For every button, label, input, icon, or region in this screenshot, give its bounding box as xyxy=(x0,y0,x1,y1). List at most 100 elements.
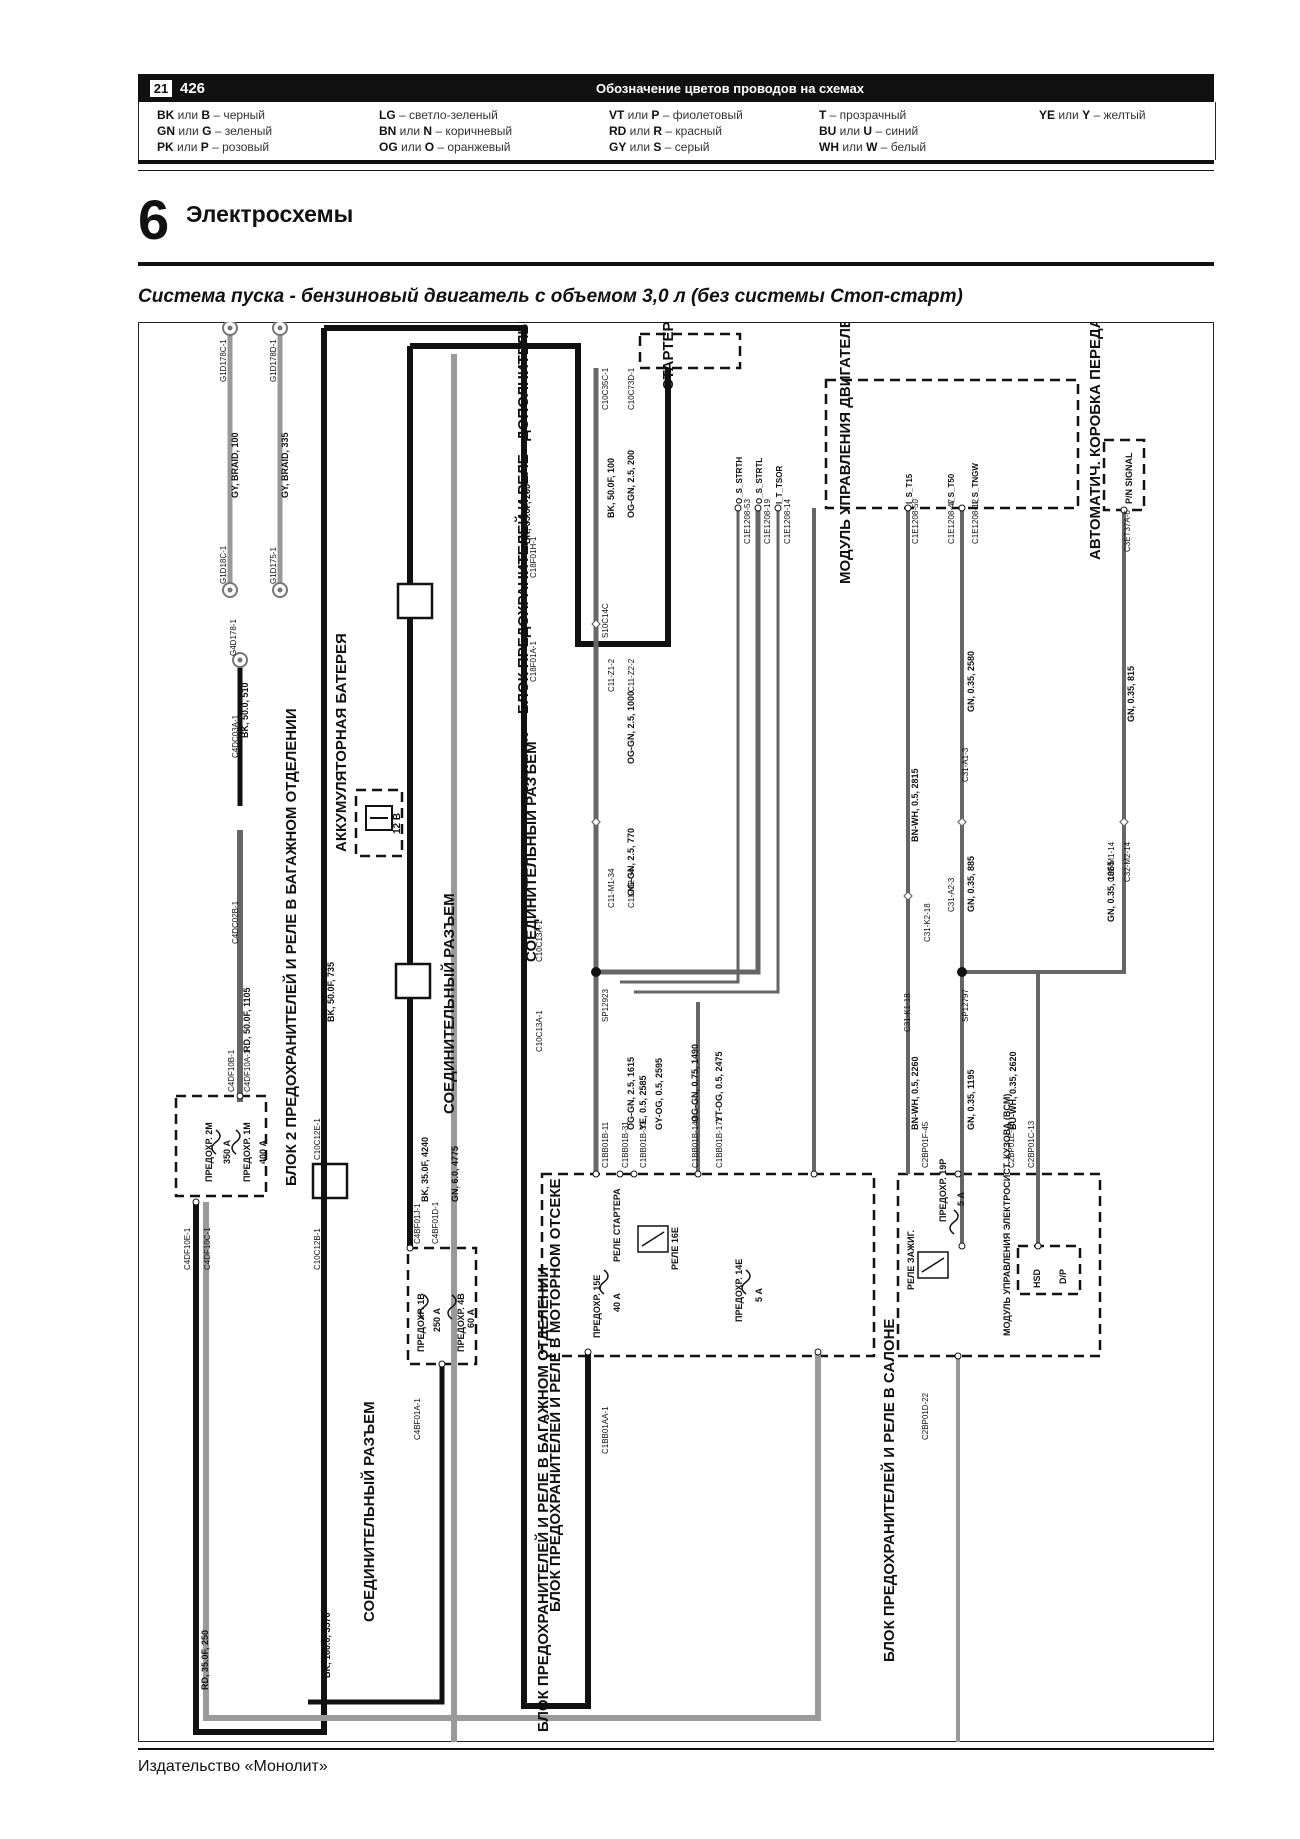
label-fuse-2m: ПРЕДОХР. 2М xyxy=(204,1122,214,1182)
wire-starter-return xyxy=(521,328,591,1709)
engine-fuse-box xyxy=(540,1172,876,1358)
label-trunk-fuse-box-2: БЛОК 2 ПРЕДОХРАНИТЕЛЕЙ И РЕЛЕ В БАГАЖНОМ… xyxy=(282,708,300,1186)
label-wire-w12: BK, 50.0F, 100 xyxy=(606,458,616,518)
connector-pin-5 xyxy=(958,504,966,512)
relay-contact-1 xyxy=(641,1231,665,1247)
connector-pin-8 xyxy=(616,1170,624,1178)
inline-connector-2 xyxy=(591,817,601,827)
label-wire-w18: GY-OG, 0.5, 2595 xyxy=(654,1058,664,1130)
label-connector-c23: S10C14C xyxy=(601,603,610,638)
ground-g1d175-center xyxy=(277,587,283,593)
label-fuse-14e: ПРЕДОХР. 14Е xyxy=(734,1259,744,1322)
label-ecm: МОДУЛЬ УПРАВЛЕНИЯ ДВИГАТЕЛЕМ (ECM) xyxy=(837,322,854,584)
label-connector-c47: C31-A1-3 xyxy=(961,747,970,782)
footer-rule xyxy=(138,1748,1214,1750)
legend-item-og: OG или O – оранжевый xyxy=(379,140,511,154)
aux-fuse-box-symbol xyxy=(396,582,434,620)
section-rule xyxy=(138,262,1214,266)
connector-pin-16 xyxy=(236,1092,244,1100)
legend-item-pk: PK или P – розовый xyxy=(157,140,270,154)
label-wire-w15: OG-GN, 2.5, 770 xyxy=(626,828,636,896)
label-fuse-4b: ПРЕДОХР. 4В xyxy=(456,1293,466,1352)
label-splice-1: СОЕДИНИТЕЛЬНЫЙ РАЗЪЕМ xyxy=(440,893,458,1114)
label-wire-w17: YE, 0.5, 2585 xyxy=(638,1075,648,1130)
label-connector-c36: C1E1208-19 xyxy=(763,499,772,544)
label-fuse-15e-value: 40 А xyxy=(612,1292,622,1312)
label-connector-c27: C11-M2-34 xyxy=(627,868,636,908)
connector-pin-6 xyxy=(1120,506,1128,514)
label-wire-w24: GN, 0.35, 885 xyxy=(966,856,976,912)
splice-1-symbol xyxy=(394,962,432,1000)
fuse-icon-7 xyxy=(949,1209,959,1235)
label-connector-c41: C31-K1-18 xyxy=(903,993,912,1032)
label-connector-c52: C32-M1-14 xyxy=(1107,841,1116,882)
relay-icon-1 xyxy=(637,1225,669,1253)
label-wire-w28: GN, 0.35, 1065 xyxy=(1106,861,1116,922)
connector-pin-13 xyxy=(1034,1242,1042,1250)
label-connector-c22: C10C73D-1 xyxy=(627,367,636,410)
label-connector-c44: C2BP01E-18 xyxy=(1007,1121,1016,1168)
label-ignition-relay: РЕЛЕ ЗАЖИГ. xyxy=(906,1230,916,1290)
label-connector-c6: C4DC03A-1 xyxy=(231,714,240,758)
label-connector-c17: C10C13A-1 xyxy=(535,1010,544,1052)
junction-sp12797 xyxy=(957,967,967,977)
label-wire-w11: RD, 35.0F, 250 xyxy=(200,1630,210,1690)
label-connector-c14: C18F01H-1 xyxy=(529,536,538,578)
label-fuse-14e-value: 5 А xyxy=(754,1287,764,1302)
connector-pin-14 xyxy=(958,1242,966,1250)
label-fuse-1m: ПРЕДОХР. 1М xyxy=(242,1122,252,1182)
label-ecm-pin-5: I_S_T50 xyxy=(947,473,956,504)
label-wire-w8: BK, 35.0F, 4240 xyxy=(420,1137,430,1202)
ground-g1d178d-center xyxy=(277,325,283,331)
label-splice-3: СОЕДИНИТЕЛЬНЫЙ РАЗЪЕМ xyxy=(360,1401,378,1622)
inline-connector-4 xyxy=(957,817,967,827)
legend-item-ye: YE или Y – желтый xyxy=(1039,108,1146,122)
connector-pin-2 xyxy=(754,504,762,512)
label-pn-signal: P/N SIGNAL xyxy=(1124,452,1134,504)
junction-sp12923 xyxy=(591,967,601,977)
header-title: Обозначение цветов проводов на схемах xyxy=(596,81,864,96)
fuse-icon-5 xyxy=(599,1269,609,1295)
label-connector-c51: C32-M2-14 xyxy=(1123,841,1132,882)
label-connector-c45: C2BP01C-13 xyxy=(1027,1120,1036,1168)
label-connector-c33: C1BB01B-172 xyxy=(715,1116,724,1168)
relay-contact-2 xyxy=(921,1257,945,1273)
label-wire-w21: BN-WH, 0.5, 2815 xyxy=(910,768,920,842)
label-connector-c24: C11-Z1-2 xyxy=(607,658,616,692)
label-ecm-pin-6: I_S_TNGW xyxy=(971,463,980,504)
label-connector-c32: C1BB01B-149 xyxy=(691,1116,700,1168)
label-wire-w23: GN, 0.35, 2580 xyxy=(966,651,976,712)
label-battery-voltage: 12 В xyxy=(392,813,403,834)
label-connector-c38: C1E1208-50 xyxy=(911,499,920,544)
label-connector-c25: C11-Z2-2 xyxy=(627,658,636,692)
label-connector-c43: C2BP01F-45 xyxy=(921,1121,930,1168)
label-wire-w3: BK, 50.0, 510 xyxy=(240,682,250,738)
wire-pn-signal xyxy=(962,510,1126,974)
label-ecm-pin-4: I_S_T15 xyxy=(905,473,914,504)
legend-item-bn: BN или N – коричневый xyxy=(379,124,513,138)
label-aux-fuse-box: БЛОК ПРЕДОХРАНИТЕЛЕЙ И РЕЛЕ - ДОПОЛНИТЕЛ… xyxy=(514,322,532,714)
label-connector-c42: C31-K2-18 xyxy=(923,903,932,942)
label-wire-w26: BU-WH, 0.35, 2620 xyxy=(1008,1051,1018,1130)
battery-box xyxy=(354,788,404,858)
inline-connector-1 xyxy=(591,619,601,629)
label-connector-c15: C18F01A-1 xyxy=(529,641,538,682)
label-connector-c28: SP12923 xyxy=(601,989,610,1022)
starter-box xyxy=(638,332,742,370)
fuse-icon-4 xyxy=(447,1294,457,1320)
top-rule xyxy=(138,160,1214,164)
label-bcm-dp: D/P xyxy=(1058,1269,1068,1284)
wire-trunk-ground xyxy=(308,1364,445,1705)
legend-item-gy: GY или S – серый xyxy=(609,140,710,154)
label-connector-c8: C4DF10B-1 xyxy=(227,1049,236,1092)
label-connector-c39: C1E1208-47 xyxy=(947,499,956,544)
wiring-schematic: СТАРТЕР МОДУЛЬ УПРАВЛЕНИЯ ДВИГАТЕЛЕМ (ECM… xyxy=(138,322,1214,1742)
diagram-title: Система пуска - бензиновый двигатель с о… xyxy=(138,286,963,307)
label-connector-c9: C4DF10A-1 xyxy=(243,1049,252,1092)
label-starter: СТАРТЕР xyxy=(660,322,677,390)
label-connector-c20: C4BF01A-1 xyxy=(413,1398,422,1440)
label-connector-c5: G4D178-1 xyxy=(229,619,238,656)
label-fuse-4b-value: 60 А xyxy=(466,1308,476,1328)
fuse-icon-3 xyxy=(419,1294,429,1320)
label-wire-w19: OG-GN, 0.75, 1490 xyxy=(690,1044,700,1122)
